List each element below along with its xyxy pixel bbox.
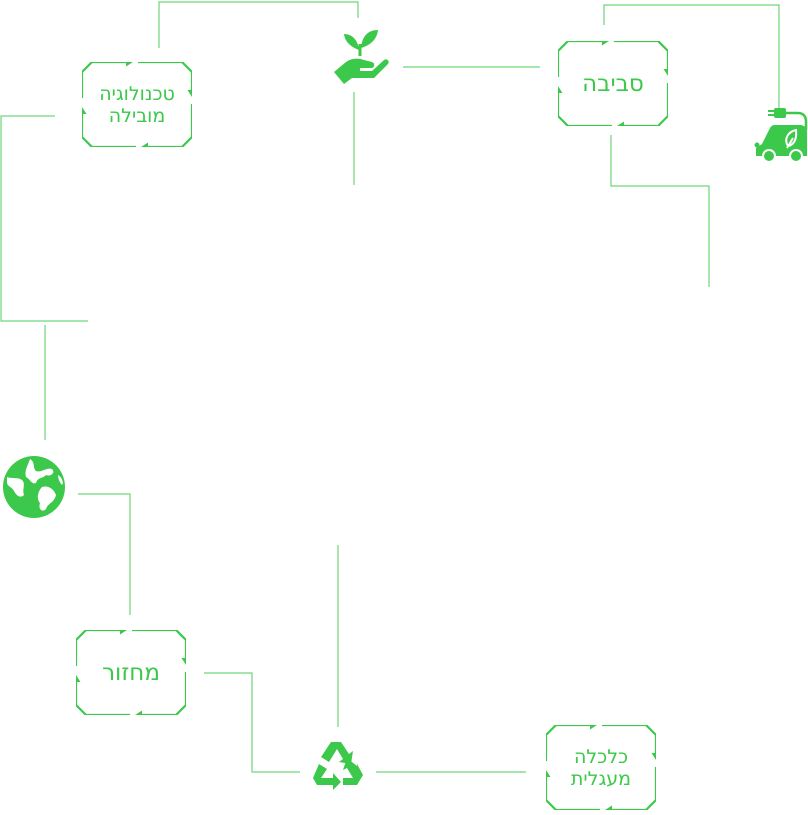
node-label: סביבה [582,70,644,97]
globe-icon [3,456,65,518]
node-recycling: מחזור [76,630,186,715]
node-label: מחזור [102,659,160,686]
connector [78,493,131,615]
node-circular-economy: כלכלה מעגלית [546,725,656,810]
plant-hand-icon [334,30,389,84]
node-environment: סביבה [558,41,668,126]
connector [0,115,88,322]
node-tech: טכנולוגיה מובילה [82,62,192,147]
connector [158,1,359,48]
recycle-icon [313,742,363,790]
connector [603,4,780,108]
node-label: טכנולוגיה מובילה [99,82,175,127]
connector [610,135,710,287]
node-label: כלכלה מעגלית [570,745,632,790]
electric-car-icon [754,108,808,163]
connector [204,672,300,773]
